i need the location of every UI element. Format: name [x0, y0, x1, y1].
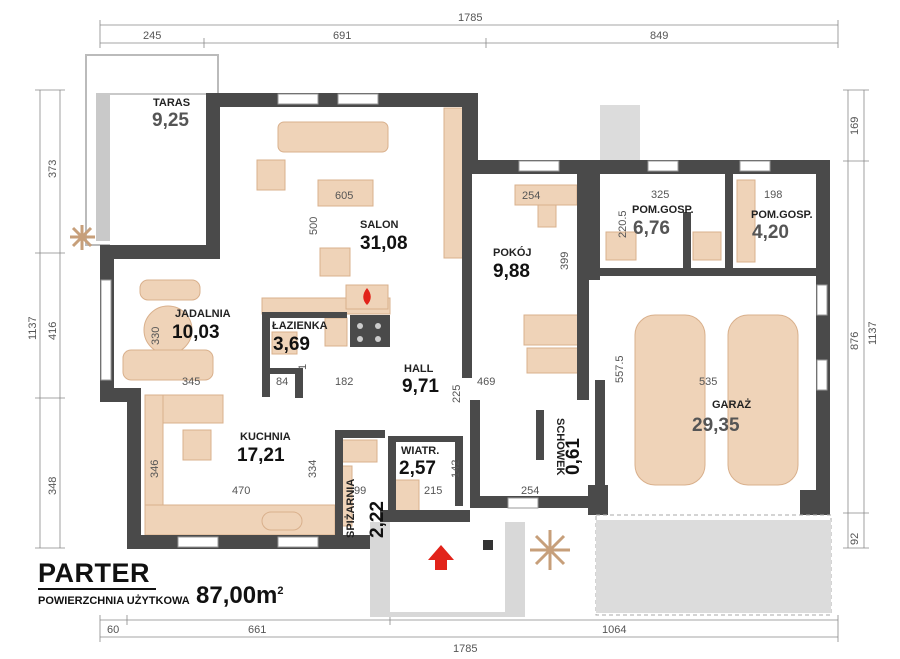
dim-215: 215 — [424, 485, 442, 497]
dim-254-pokoj: 254 — [522, 190, 540, 202]
room-area-kuchnia: 17,21 — [237, 445, 285, 466]
dim-bottom-total: 1785 — [453, 643, 477, 655]
room-area-lazienka: 3,69 — [273, 334, 310, 355]
dim-right-total: 1137 — [867, 321, 879, 345]
dim-220-5: 220.5 — [617, 210, 629, 238]
room-name-salon: SALON — [360, 219, 399, 231]
entrance — [370, 522, 525, 617]
garage-door — [595, 105, 832, 616]
dim-605: 605 — [335, 190, 353, 202]
dim-182: 182 — [335, 376, 353, 388]
plan-title: PARTER — [38, 558, 157, 590]
dim-left-seg-2: 416 — [47, 322, 59, 340]
entrance-arrow-icon — [428, 545, 454, 570]
room-area-spizarnia: 2,22 — [367, 501, 388, 538]
dim-198: 198 — [764, 189, 782, 201]
dim-bottom-seg-3: 1064 — [602, 624, 626, 636]
fireplace-icon — [345, 284, 390, 347]
room-name-kuchnia: KUCHNIA — [240, 431, 291, 443]
dim-right-seg-3: 92 — [849, 533, 861, 545]
dim-left-seg-1: 373 — [47, 160, 59, 178]
total-area-value: 87,00m — [196, 582, 278, 609]
room-area-wiatr: 2,57 — [399, 458, 436, 479]
room-area-pokoj: 9,88 — [493, 261, 530, 282]
room-name-schowek: SCHOWEK — [554, 418, 566, 476]
dim-325: 325 — [651, 189, 669, 201]
furniture — [122, 107, 799, 536]
dim-top-seg-2: 691 — [333, 30, 351, 42]
dim-469: 469 — [477, 376, 495, 388]
walls — [100, 93, 830, 549]
room-name-pokoj: POKÓJ — [493, 246, 532, 259]
room-area-taras: 9,25 — [152, 110, 189, 131]
room-labels: TARAS 9,25 SALON 31,08 POKÓJ 9,88 POM.GO… — [152, 97, 813, 538]
dim-bottom-seg-2: 661 — [248, 624, 266, 636]
room-name-garaz: GARAŻ — [712, 398, 751, 411]
dim-346: 346 — [149, 460, 161, 478]
dim-right-seg-2: 876 — [849, 332, 861, 350]
room-name-pom-gosp-2: POM.GOSP. — [751, 209, 813, 221]
dim-142: 142 — [450, 460, 462, 478]
dim-557-5: 557.5 — [614, 355, 626, 383]
dim-84: 84 — [276, 376, 288, 388]
dim-470: 470 — [232, 485, 250, 497]
plant-icon — [70, 225, 570, 570]
room-area-garaz: 29,35 — [692, 415, 740, 436]
dim-left-total: 1137 — [27, 316, 39, 340]
windows — [100, 93, 828, 548]
dim-bottom-seg-1: 60 — [107, 624, 119, 636]
room-name-pom-gosp-1: POM.GOSP. — [632, 204, 694, 216]
room-name-taras: TARAS — [153, 97, 190, 109]
dim-1: 1 — [297, 364, 309, 370]
total-area: 87,00m2 — [196, 582, 284, 610]
dim-99: 99 — [354, 485, 366, 497]
dim-top-seg-3: 849 — [650, 30, 668, 42]
interior-dimensions: 605 500 254 399 325 220.5 198 330 345 84… — [149, 189, 782, 497]
dim-225: 225 — [451, 385, 463, 403]
room-area-pom-gosp-1: 6,76 — [633, 218, 670, 239]
dim-254-hall: 254 — [521, 485, 539, 497]
dim-right-seg-1: 169 — [849, 117, 861, 135]
dim-top-total: 1785 — [458, 12, 482, 24]
room-name-jadalnia: JADALNIA — [175, 308, 231, 320]
dim-399: 399 — [559, 252, 571, 270]
dim-345: 345 — [182, 376, 200, 388]
outer-dimensions: 1785 245 691 849 60 661 1064 1785 1137 3… — [27, 12, 879, 655]
room-area-jadalnia: 10,03 — [172, 322, 220, 343]
room-area-salon: 31,08 — [360, 233, 408, 254]
room-name-lazienka: ŁAZIENKA — [272, 320, 328, 332]
room-name-spizarnia: SPIŻARNIA — [344, 479, 357, 538]
dim-top-seg-1: 245 — [143, 30, 161, 42]
room-name-hall: HALL — [404, 363, 434, 375]
dim-left-seg-3: 348 — [47, 477, 59, 495]
dim-535: 535 — [699, 376, 717, 388]
dim-334: 334 — [307, 460, 319, 478]
room-name-wiatr: WIATR. — [401, 445, 439, 457]
room-area-schowek: 0,61 — [563, 438, 584, 475]
room-area-pom-gosp-2: 4,20 — [752, 222, 789, 243]
total-area-unit: 2 — [277, 585, 284, 597]
dim-330: 330 — [150, 327, 162, 345]
dimension-lines — [35, 20, 869, 642]
dim-500: 500 — [308, 217, 320, 235]
room-area-hall: 9,71 — [402, 376, 439, 397]
plan-subtitle: POWIERZCHNIA UŻYTKOWA — [38, 595, 190, 607]
